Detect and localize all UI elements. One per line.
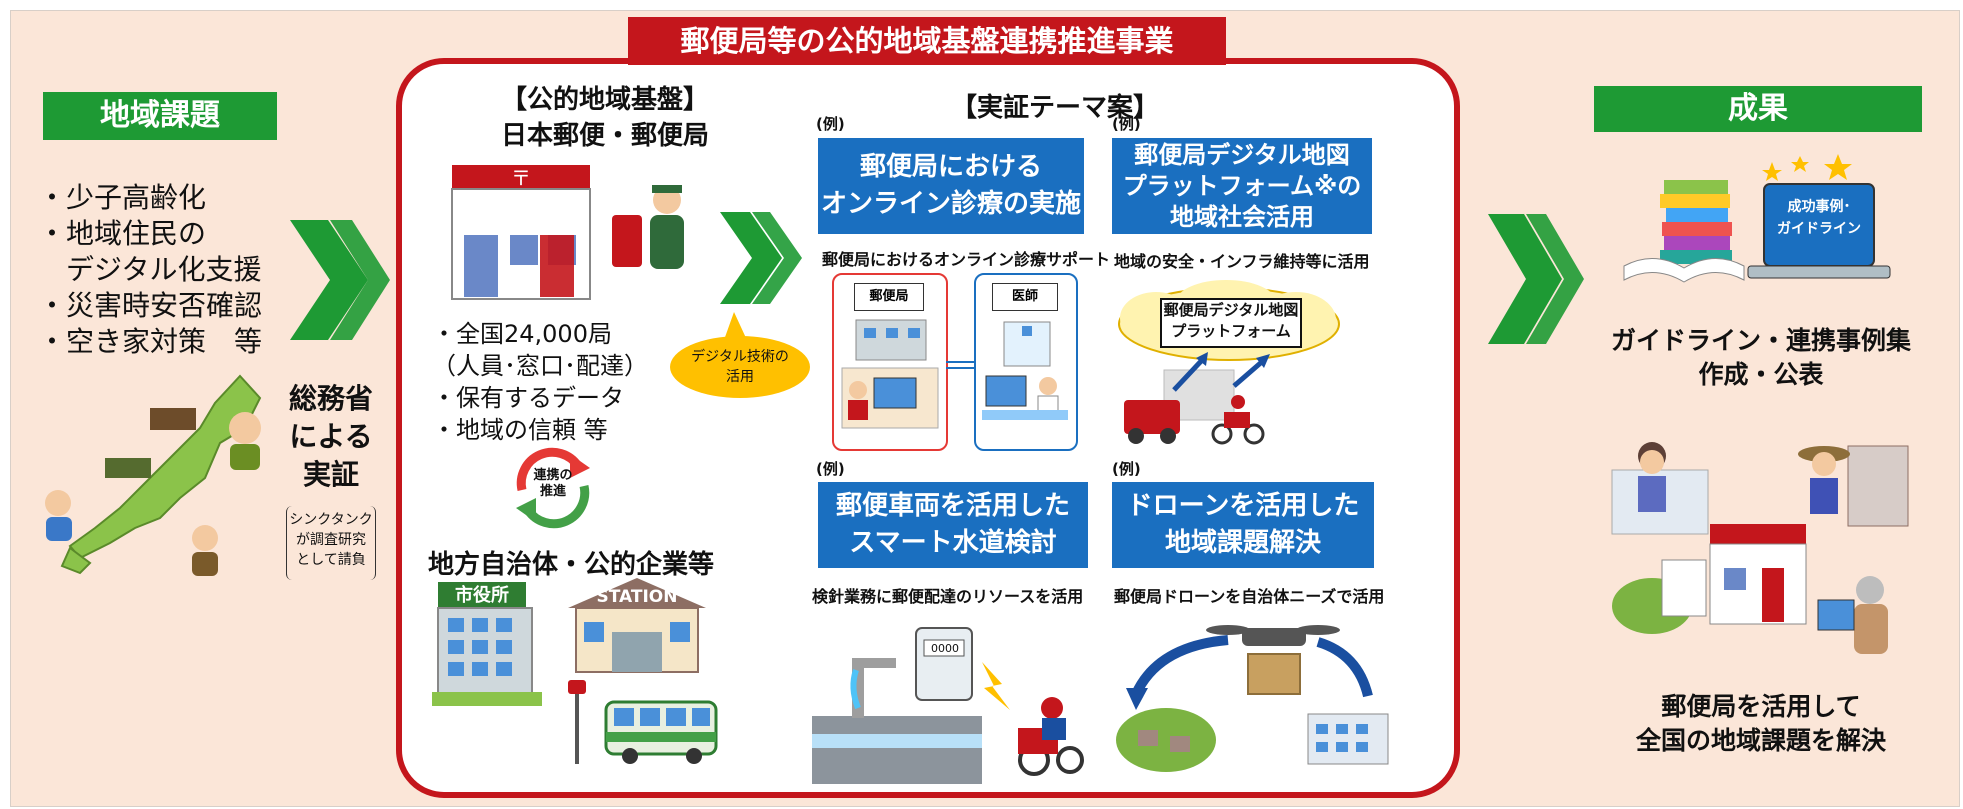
theme-line: 郵便局における	[859, 152, 1042, 182]
smart-water-illustration	[812, 627, 1084, 784]
result-line: ガイドライン・連携事例集	[1610, 326, 1911, 355]
theme-line: プラットフォーム※の	[1122, 171, 1362, 200]
example-label: (例)	[1112, 460, 1141, 478]
result-line: 全国の地域課題を解決	[1635, 726, 1886, 755]
theme-line: 郵便車両を活用した	[835, 491, 1070, 521]
theme-line: ドローンを活用した	[1126, 491, 1360, 521]
theme-box-online-clinic: 郵便局における オンライン診療の実施	[818, 138, 1084, 234]
clinic-post-office-label: 郵便局	[854, 283, 924, 311]
theme-box-digital-map: 郵便局デジタル地図 プラットフォーム※の 地域社会活用	[1112, 138, 1372, 234]
cycle-line: 推進	[539, 484, 566, 499]
cloud-line: 郵便局デジタル地図	[1163, 301, 1299, 319]
results-tag: 成果	[1594, 86, 1922, 132]
meter-reading: 0000	[931, 642, 959, 655]
issue-item: デジタル化支援	[38, 253, 262, 286]
theme-line: スマート水道検討	[849, 528, 1057, 558]
theme-line: オンライン診療の実施	[820, 189, 1081, 219]
regional-issues-tag: 地域課題	[43, 92, 277, 140]
thinktank-note: シンクタンク が調査研究 として請負	[286, 506, 376, 580]
arrow-chevron-icon	[290, 220, 390, 340]
local-govt-heading: 地方自治体・公的企業等	[428, 550, 715, 580]
infra-bullet: ・保有するデータ	[432, 384, 624, 412]
drone-illustration	[1116, 625, 1389, 772]
japan-map-illustration	[45, 374, 262, 576]
issue-item: ・空き家対策 等	[38, 325, 263, 358]
result-solve: 郵便局を活用して 全国の地域課題を解決	[1576, 690, 1946, 758]
delivery-vehicles-illustration	[1124, 352, 1270, 445]
result-line: 作成・公表	[1698, 360, 1824, 389]
example-label: (例)	[816, 460, 845, 478]
ministry-line: による	[289, 420, 373, 453]
theme-caption: 郵便局ドローンを自治体ニーズで活用	[1114, 587, 1385, 606]
example-label: (例)	[816, 115, 845, 133]
bus-illustration	[568, 680, 718, 764]
issue-item: ・災害時安否確認	[38, 289, 263, 322]
infra-bullets: ・全国24,000局 （人員･窓口･配達） ・保有するデータ ・地域の信頼 等	[432, 318, 692, 446]
svg-text:〒: 〒	[511, 166, 531, 190]
result-publication: ガイドライン・連携事例集 作成・公表	[1576, 324, 1946, 392]
issue-item: ・地域住民の	[38, 217, 207, 250]
issues-list: ・少子高齢化 ・地域住民の デジタル化支援 ・災害時安否確認 ・空き家対策 等	[38, 180, 298, 360]
cycle-line: 連携の	[533, 468, 573, 483]
online-consultation-illustration	[841, 319, 1068, 429]
theme-box-smart-water: 郵便車両を活用した スマート水道検討	[818, 482, 1088, 568]
laptop-line: ガイドライン	[1777, 221, 1861, 237]
theme-line: 地域社会活用	[1170, 202, 1314, 231]
infra-heading: 【公的地域基盤】 日本郵便・郵便局	[440, 82, 770, 154]
thinktank-line: シンクタンク	[289, 512, 373, 528]
issue-item: ・少子高齢化	[38, 181, 207, 214]
theme-caption: 地域の安全・インフラ維持等に活用	[1114, 252, 1370, 271]
ministry-line: 総務省	[288, 382, 373, 415]
themes-heading: 【実証テーマ案】	[950, 93, 1159, 123]
thinktank-line: として請負	[296, 552, 366, 568]
cycle-arrows-icon	[516, 447, 590, 529]
infra-bullet: ・全国24,000局	[432, 320, 612, 348]
city-hall-illustration	[432, 582, 542, 706]
city-hall-sign: 市役所	[455, 585, 509, 606]
infra-heading-text: 【公的地域基盤】	[500, 85, 709, 115]
digital-map-platform-box: 郵便局デジタル地図 プラットフォーム	[1160, 298, 1302, 348]
theme-caption: 検針業務に郵便配達のリソースを活用	[812, 587, 1084, 606]
theme-box-drone: ドローンを活用した 地域課題解決	[1112, 482, 1374, 568]
arrow-chevron-icon	[1488, 214, 1584, 344]
theme-caption: 郵便局におけるオンライン診療サポート	[822, 250, 1111, 269]
station-illustration	[568, 578, 706, 673]
bubble-tail	[724, 312, 746, 340]
infra-sub-heading: 日本郵便・郵便局	[500, 121, 709, 151]
arrow-chevron-icon	[720, 212, 802, 304]
example-label: (例)	[1112, 115, 1141, 133]
infra-bullet: （人員･窓口･配達）	[432, 352, 648, 380]
infra-bullet: ・地域の信頼 等	[432, 416, 608, 444]
tech-bubble-line: 活用	[726, 369, 754, 385]
laptop-line: 成功事例･	[1787, 199, 1851, 215]
tech-bubble-line: デジタル技術の	[691, 349, 789, 365]
cloud-line: プラットフォーム	[1171, 322, 1291, 340]
community-illustration	[1611, 442, 1909, 654]
clinic-doctor-label: 医師	[992, 283, 1058, 311]
guideline-illustration	[1623, 154, 1891, 283]
thinktank-line: が調査研究	[296, 532, 366, 548]
theme-line: 地域課題解決	[1164, 528, 1321, 558]
digital-tech-bubble: デジタル技術の 活用	[670, 336, 810, 398]
program-title: 郵便局等の公的地域基盤連携推進事業	[628, 17, 1226, 65]
cycle-label: 連携の 推進	[524, 468, 582, 500]
theme-line: 郵便局デジタル地図	[1134, 140, 1350, 169]
ministry-line: 実証	[302, 458, 359, 491]
result-line: 郵便局を活用して	[1661, 692, 1861, 721]
ministry-label: 総務省 による 実証	[286, 380, 376, 494]
post-office-illustration: 〒	[451, 165, 684, 300]
laptop-screen-text: 成功事例･ ガイドライン	[1768, 196, 1870, 240]
station-sign: STATION	[596, 587, 678, 607]
